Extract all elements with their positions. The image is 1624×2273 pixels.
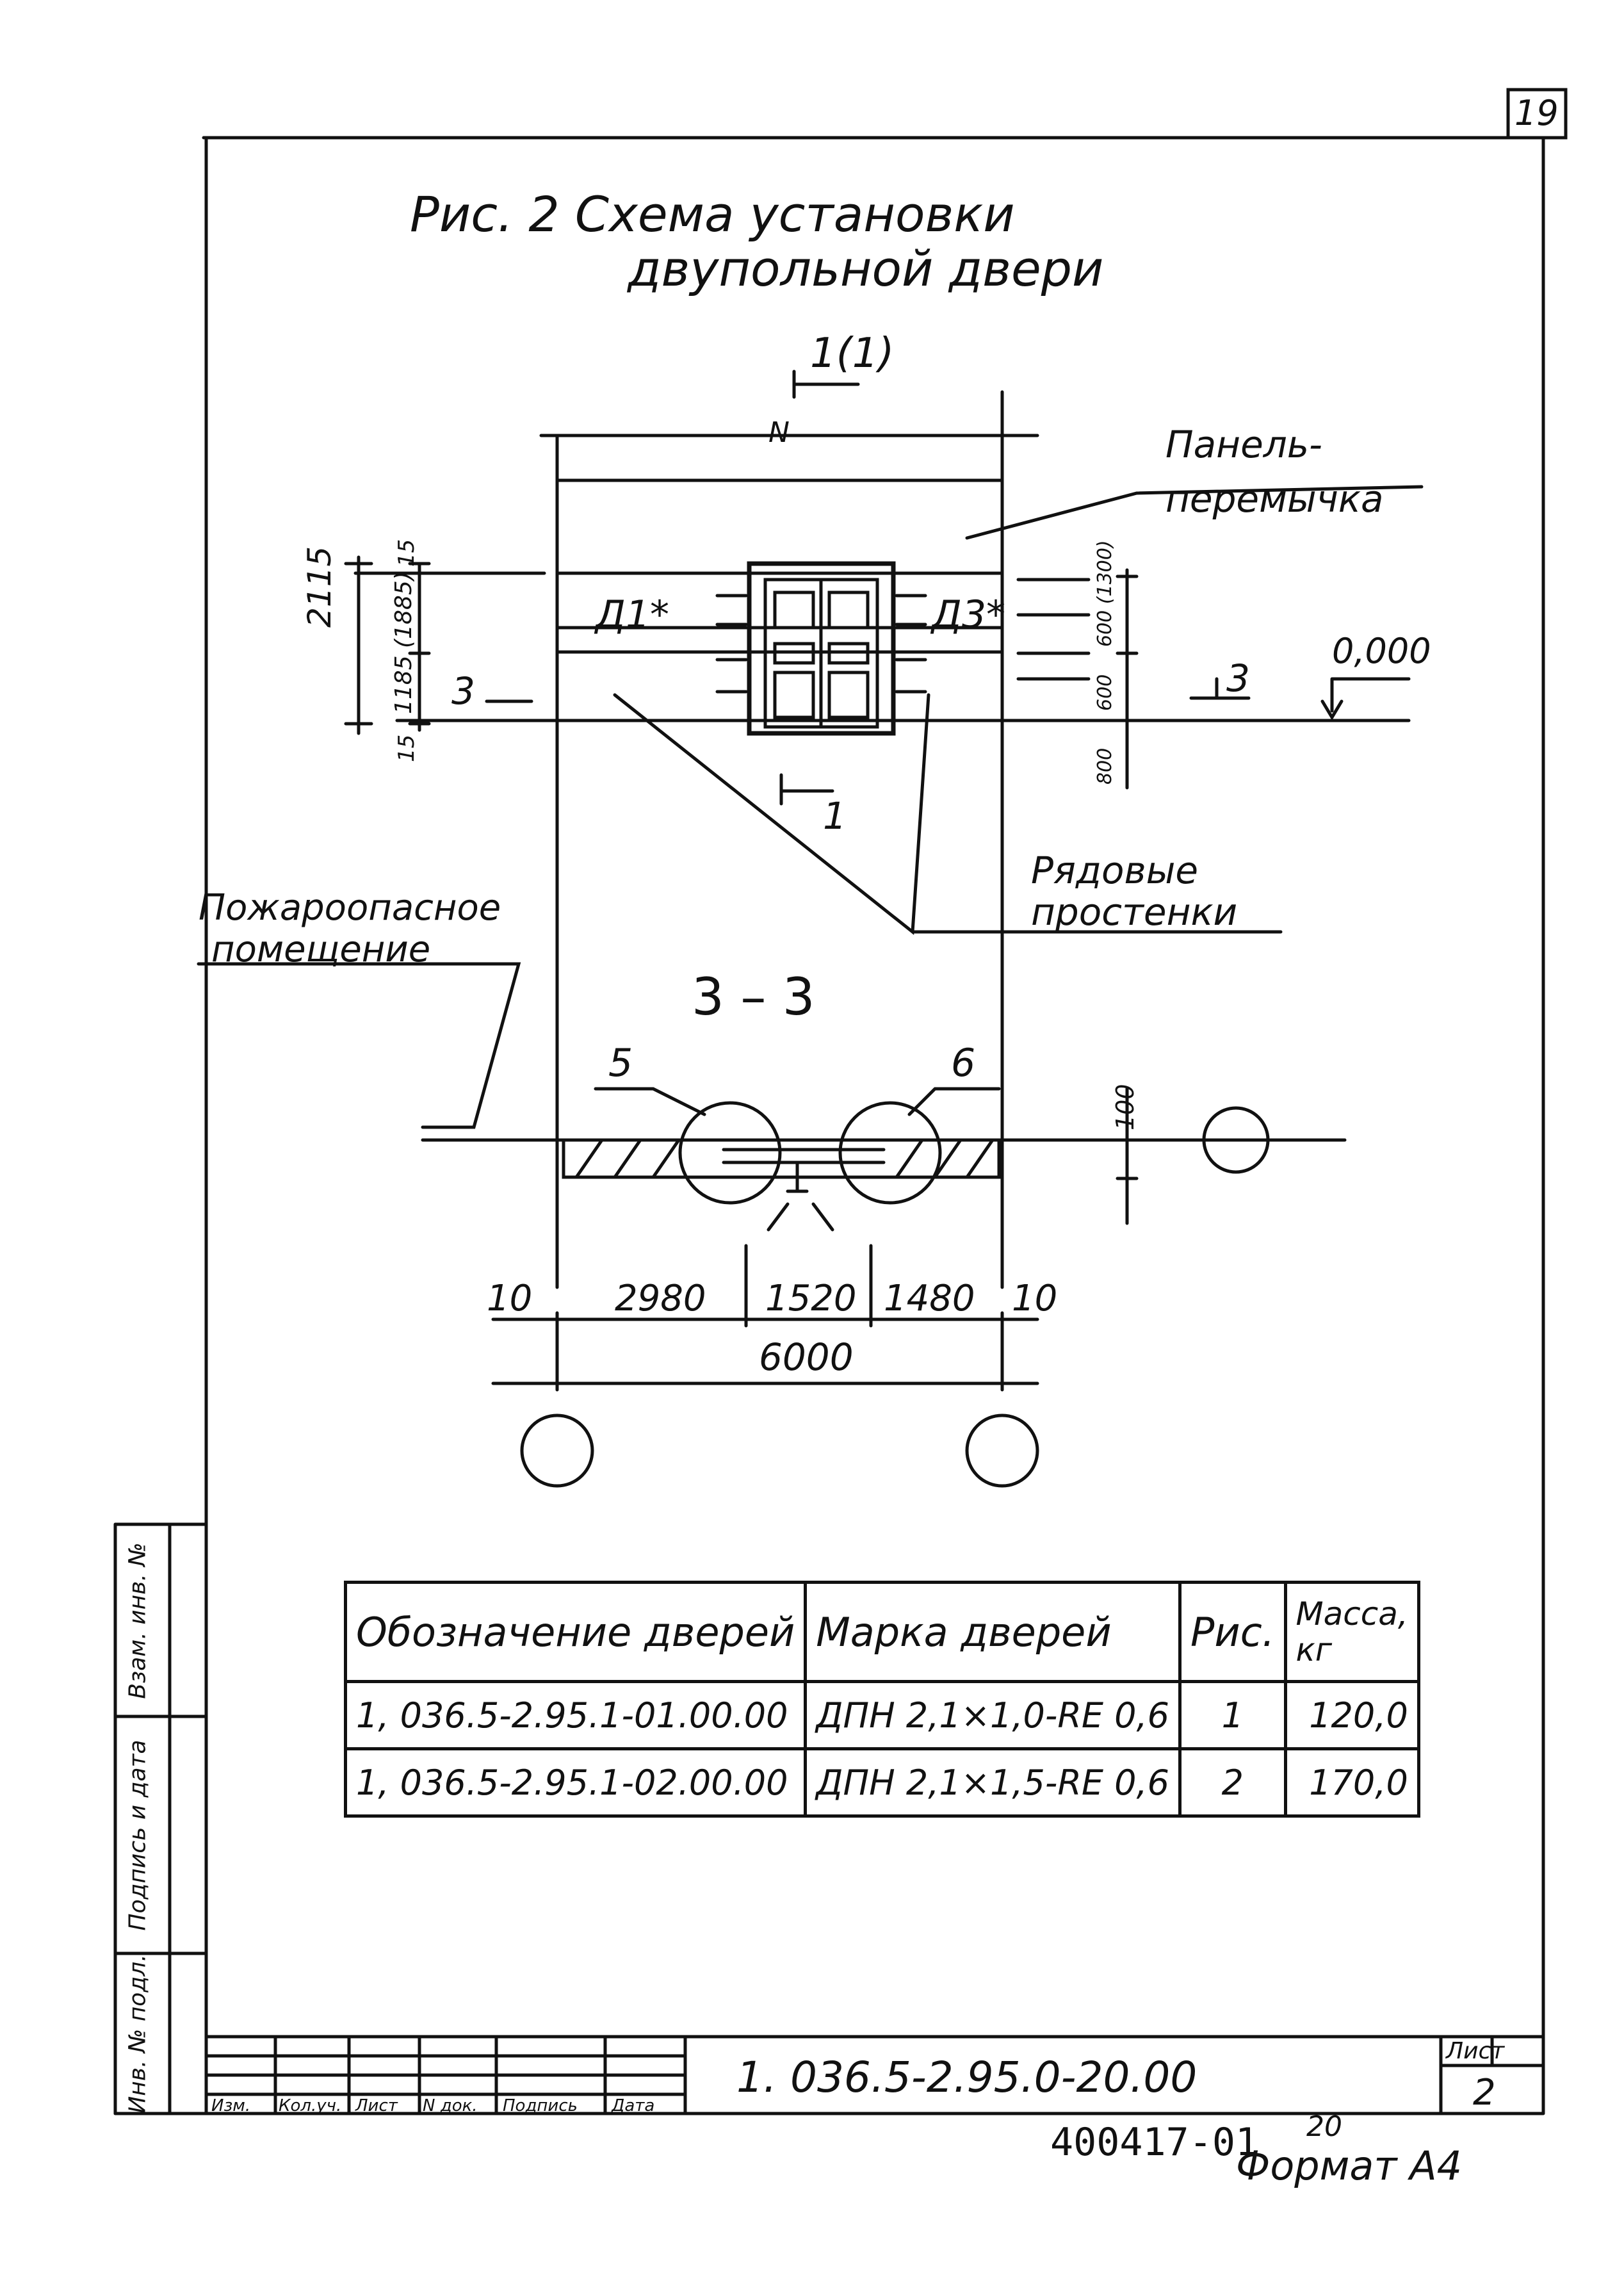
cell-mark: ДПН 2,1×1,0-RE 0,6 xyxy=(804,1680,1182,1750)
header-mark: Марка дверей xyxy=(804,1581,1182,1683)
axis-bubble-left xyxy=(520,1413,594,1488)
room-label-line1: Пожароопасное xyxy=(199,887,501,929)
callout-circle-left xyxy=(678,1101,782,1205)
axis-bubble-center xyxy=(965,1413,1039,1488)
top-mark: N xyxy=(768,416,790,449)
header-designation: Обозначение дверей xyxy=(343,1581,808,1683)
format-label: Формат А4 xyxy=(1236,2142,1463,2189)
figure-title-line1: Рис. 2 Схема установки xyxy=(410,186,1015,243)
callout-left: 5 xyxy=(608,1041,633,1086)
wall-thickness: 100 xyxy=(1111,1084,1139,1130)
section-mark-bottom: 1 xyxy=(823,794,847,838)
axis-bubble-right xyxy=(1202,1106,1270,1174)
side-stamp-label: Подпись и дата xyxy=(124,1739,151,1931)
tb-col-signature: Подпись xyxy=(503,2096,578,2115)
cell-mass: 170,0 xyxy=(1283,1747,1420,1818)
side-stamp-signature: Подпись и дата xyxy=(106,1716,170,1953)
leader-walls xyxy=(613,693,1283,935)
dim-left-top: 15 xyxy=(394,539,419,567)
dim-right-bottom: 800 xyxy=(1094,747,1116,785)
side-stamp-frame xyxy=(113,1522,208,2115)
section-title: 3 – 3 xyxy=(692,967,815,1027)
tb-col-date: Дата xyxy=(612,2096,655,2115)
cell-figure: 2 xyxy=(1178,1747,1287,1818)
panel-label-line1: Панель- xyxy=(1165,423,1322,466)
dim-chain xyxy=(491,1244,1039,1392)
room-label-line2: помещение xyxy=(211,929,431,970)
title-block-lines xyxy=(204,2035,1545,2115)
axis-lines xyxy=(555,390,1004,1289)
plan-dim-4: 1480 xyxy=(884,1278,975,1319)
wall-label-line1: Рядовые xyxy=(1031,849,1199,892)
panel-label-line2: перемычка xyxy=(1165,477,1384,521)
sheet-label: Лист xyxy=(1446,2038,1505,2064)
plan-wall xyxy=(562,1138,1001,1179)
cell-mark: ДПН 2,1×1,5-RE 0,6 xyxy=(804,1747,1182,1818)
archive-number: 400417-01 xyxy=(1050,2120,1259,2165)
dim-right-mid: 600 xyxy=(1094,674,1116,711)
page-number: 19 xyxy=(1514,93,1559,133)
cell-designation: 1, 036.5-2.95.1-01.00.00 xyxy=(343,1680,808,1750)
table-row: 1, 036.5-2.95.1-01.00.00 ДПН 2,1×1,0-RE … xyxy=(343,1680,1420,1750)
section-cut-left: 3 xyxy=(451,669,475,713)
section-cut-right: 3 xyxy=(1226,656,1250,700)
callout-right: 6 xyxy=(951,1041,976,1086)
dim-left-total: 2115 xyxy=(301,546,338,628)
figure-title-line2: двупольной двери xyxy=(628,240,1104,297)
side-stamp-label: Взам. инв. № xyxy=(124,1542,151,1699)
header-figure: Рис. xyxy=(1178,1581,1287,1683)
section-mark-top: 1(1) xyxy=(810,330,895,377)
sheet-frame xyxy=(113,136,1545,2115)
dim-left-bottom: 15 xyxy=(394,734,419,762)
hatching xyxy=(574,1138,995,1179)
cell-mass: 120,0 xyxy=(1283,1680,1420,1750)
plan-dim-1: 10 xyxy=(487,1278,533,1319)
plan-dim-2: 2980 xyxy=(615,1278,706,1319)
leader-room xyxy=(197,962,521,1129)
sheet-number: 2 xyxy=(1473,2072,1496,2114)
dim-left-mid: 1185 (1885) xyxy=(391,571,417,714)
tb-col-change: Изм. xyxy=(211,2096,251,2115)
cell-designation: 1, 036.5-2.95.1-02.00.00 xyxy=(343,1747,808,1818)
header-mass: Масса, кг xyxy=(1283,1581,1420,1683)
table-row: 1, 036.5-2.95.1-02.00.00 ДПН 2,1×1,5-RE … xyxy=(343,1747,1420,1818)
plan-dim-3: 1520 xyxy=(765,1278,857,1319)
tb-col-doc: N док. xyxy=(423,2096,478,2115)
callout-circle-right xyxy=(838,1101,942,1205)
leader-panel xyxy=(965,485,1424,540)
door-frame xyxy=(747,561,896,736)
door-right-label: Д3* xyxy=(932,592,1006,637)
tb-col-count: Кол.уч. xyxy=(279,2096,342,2115)
cell-figure: 1 xyxy=(1178,1680,1287,1750)
level-mark: 0,000 xyxy=(1332,631,1431,671)
plan-dim-5: 10 xyxy=(1012,1278,1058,1319)
table-header-row: Обозначение дверей Марка дверей Рис. Мас… xyxy=(343,1581,1420,1683)
side-stamp-replace-inv: Взам. инв. № xyxy=(106,1524,170,1716)
title-block-code: 1. 036.5-2.95.0-20.00 xyxy=(736,2053,1198,2102)
archive-sheet: 20 xyxy=(1306,2110,1342,2143)
dim-right-top: 600 (1300) xyxy=(1094,540,1116,647)
wall-label-line2: простенки xyxy=(1031,890,1238,934)
side-stamp-label: Инв. № подл. xyxy=(124,1953,151,2114)
door-left-label: Д1* xyxy=(596,592,670,637)
plan-total: 6000 xyxy=(759,1335,854,1379)
side-stamp-original-inv: Инв. № подл. xyxy=(106,1953,170,2114)
page-number-box xyxy=(1506,88,1568,140)
tb-col-sheet: Лист xyxy=(355,2096,398,2115)
door-spec-table: Обозначение дверей Марка дверей Рис. Мас… xyxy=(343,1581,1420,1818)
